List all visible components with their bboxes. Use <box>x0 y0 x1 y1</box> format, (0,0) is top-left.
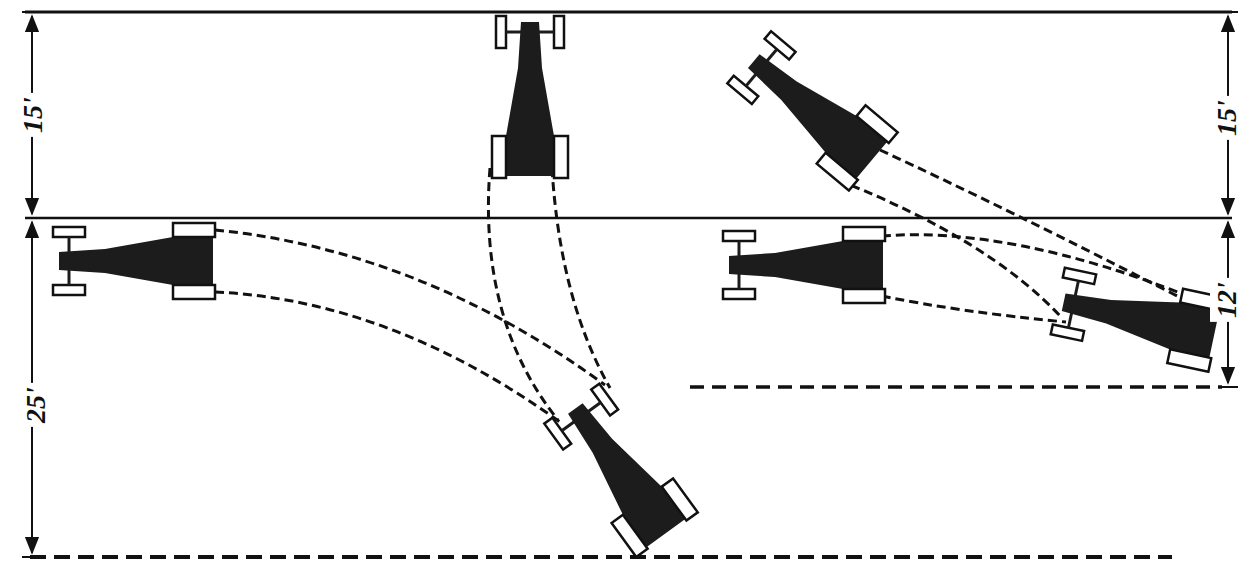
dimension-label: 12' <box>1210 278 1244 322</box>
dimension-label: 25' <box>19 383 53 427</box>
car-top-view <box>53 223 215 299</box>
car-top-view <box>492 16 568 178</box>
center-line <box>25 217 1232 220</box>
curb-line <box>25 11 1232 14</box>
dimension-label: 15' <box>16 93 50 137</box>
car-group <box>53 16 1224 557</box>
car-top-view <box>723 227 885 303</box>
wheel-track <box>215 150 1188 422</box>
car-top-view <box>1050 264 1224 372</box>
car-top-view <box>541 381 698 557</box>
car-top-view <box>725 28 898 190</box>
curb-line <box>690 385 1222 389</box>
curb-line <box>30 555 1172 559</box>
dimension-label: 15' <box>1210 96 1244 140</box>
